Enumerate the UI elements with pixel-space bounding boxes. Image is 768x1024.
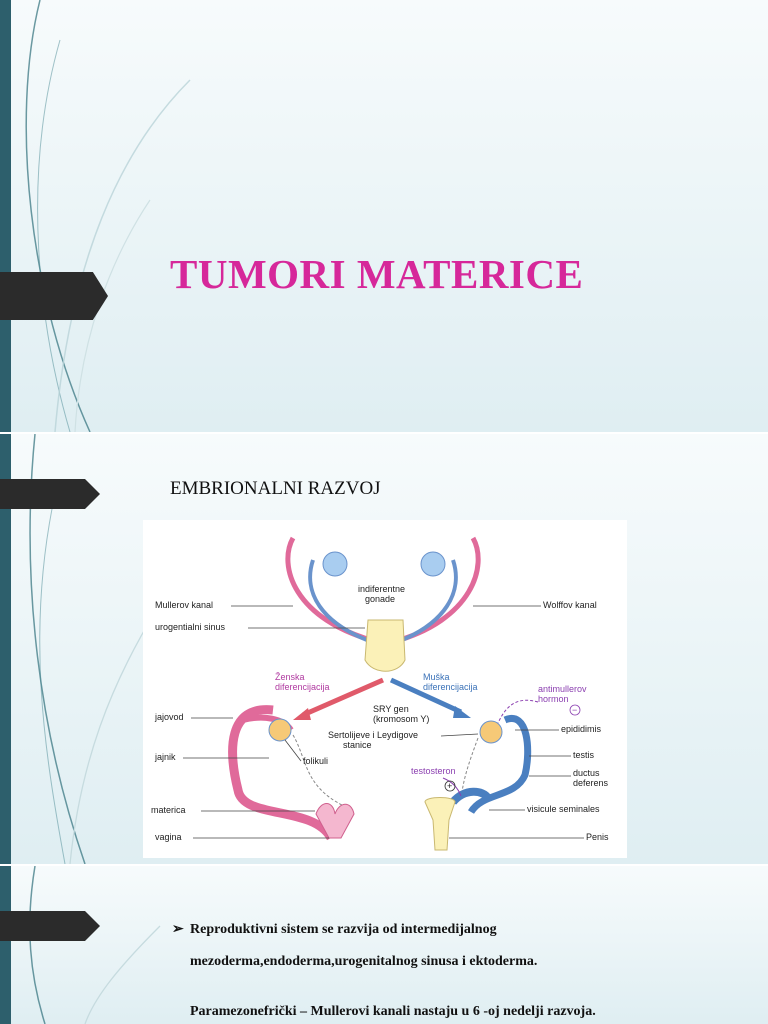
- urogenital-sinus: [364, 619, 406, 672]
- text-slide: ➢ Reproduktivni sistem se razvija od inte…: [0, 866, 768, 1024]
- section-tab-marker: [0, 479, 100, 509]
- decorative-curves: [25, 0, 191, 432]
- slide-divider: [0, 864, 768, 866]
- label-minus: −: [572, 705, 577, 715]
- label-sry-gen: SRY gen: [373, 704, 409, 714]
- bullet-text: Paramezonefrički – Mullerovi kanali nast…: [190, 1004, 596, 1019]
- label-kromosom-y: (kromosom Y): [373, 714, 429, 724]
- label-muska: Muška: [423, 672, 450, 682]
- label-vagina: vagina: [155, 832, 182, 842]
- slide-heading: EMBRIONALNI RAZVOJ: [170, 478, 381, 499]
- label-jajnik: jajnik: [154, 752, 176, 762]
- label-hormon: hormon: [538, 694, 569, 704]
- label-testis: testis: [573, 750, 595, 760]
- label-antimullerov: antimullerov: [538, 684, 587, 694]
- slide-accent-bar: [0, 866, 11, 1024]
- label-visicule-seminales: visicule seminales: [527, 804, 600, 814]
- testis: [479, 720, 503, 744]
- label-sertolijeve: Sertolijeve i Leydigove: [328, 730, 418, 740]
- embryo-diagram: indiferentne gonade Mullerov kanal uroge…: [143, 520, 627, 858]
- label-gonade: gonade: [365, 594, 395, 604]
- label-mullerov-kanal: Mullerov kanal: [155, 600, 213, 610]
- gonad-right: [420, 551, 446, 577]
- wolffian-duct-left: [308, 559, 382, 647]
- section-tab-marker: [0, 272, 108, 320]
- section-tab-marker: [0, 911, 100, 941]
- slide-accent-bar: [0, 434, 11, 864]
- male-duct: [468, 715, 532, 815]
- label-jajovod: jajovod: [154, 712, 184, 722]
- title-slide: TUMORI MATERICE: [0, 0, 768, 432]
- label-deferens: deferens: [573, 778, 609, 788]
- seminal-vesicle: [449, 787, 492, 805]
- gonad-left: [322, 551, 348, 577]
- bullet-paramezonefricki: Paramezonefrički – Mullerovi kanali nast…: [172, 996, 596, 1024]
- bullet-line-2: mezoderma,endoderma,urogenitalnog sinusa…: [190, 954, 538, 969]
- ovary: [268, 718, 292, 742]
- label-zenska: Ženska: [275, 672, 305, 682]
- penis-shape: [424, 797, 456, 851]
- slide-accent-bar: [0, 0, 11, 432]
- label-folikuli: folikuli: [303, 756, 328, 766]
- label-materica: materica: [151, 805, 186, 815]
- label-penis: Penis: [586, 832, 609, 842]
- label-zenska-diferencijacija: diferencijacija: [275, 682, 330, 692]
- bullet-reproduktivni: ➢ Reproduktivni sistem se razvija od inte…: [172, 914, 642, 978]
- label-plus: +: [447, 781, 452, 791]
- decorative-curves: [29, 866, 161, 1024]
- wolffian-duct-right: [388, 559, 458, 647]
- label-muska-diferencijacija: diferencijacija: [423, 682, 478, 692]
- label-wolffov-kanal: Wolffov kanal: [543, 600, 597, 610]
- label-testosteron: testosteron: [411, 766, 456, 776]
- bullet-line-1: Reproduktivni sistem se razvija od inter…: [190, 922, 497, 937]
- label-epididimis: epididimis: [561, 724, 602, 734]
- label-indiferentne: indiferentne: [358, 584, 405, 594]
- embryo-slide: EMBRIONALNI RAZVOJ indiferentne gonade M…: [0, 434, 768, 864]
- label-stanice: stanice: [343, 740, 372, 750]
- slide-title: TUMORI MATERICE: [170, 251, 584, 297]
- slide-divider: [0, 432, 768, 434]
- arrow-bullet-icon: ➢: [172, 922, 184, 937]
- label-urogentialni-sinus: urogentialni sinus: [155, 622, 226, 632]
- label-ductus: ductus: [573, 768, 600, 778]
- uterus: [315, 803, 355, 839]
